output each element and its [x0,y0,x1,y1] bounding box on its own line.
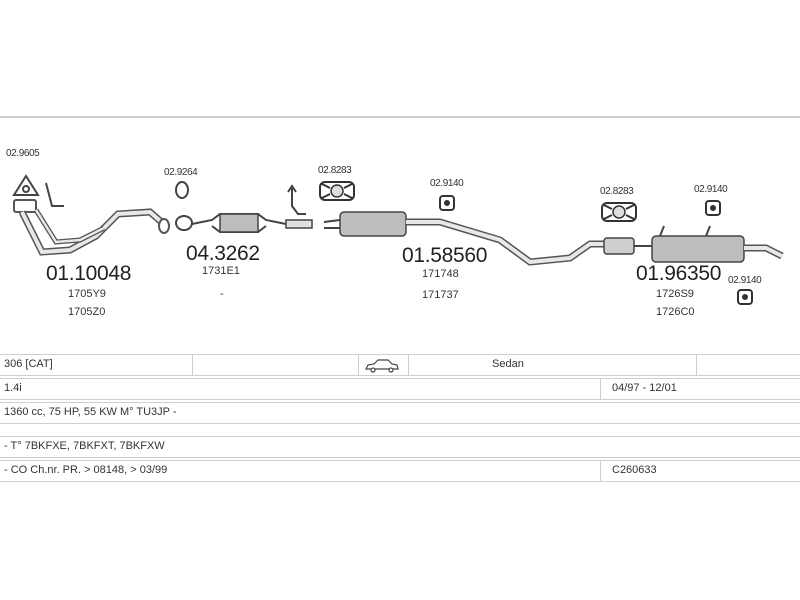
body-type-cell: Sedan [492,358,524,370]
catalyst-dash: - [220,288,224,300]
table-row-engine: 1.4i 04/97 - 12/01 [0,378,800,400]
gasket-icon [175,181,189,199]
part-code-mount-ring-1: 02.8283 [318,165,352,176]
mount-ring-1-icon [319,181,355,201]
part-code-rear-silencer: 01.96350 [636,262,722,285]
model-cell: 306 [CAT] [4,358,53,370]
codes-cell: - T° 7BKFXE, 7BKFXT, 7BKFXW [4,440,165,452]
front-clamp-icon [12,174,40,196]
rubber-mount-3-icon [737,289,753,305]
table-row-model: 306 [CAT] Sedan [0,354,800,376]
rear-silencer-ref-2: 1726C0 [656,306,695,318]
mount-ring-2-icon [601,202,637,222]
chassis-cell: - CO Ch.nr. PR. > 08148, > 03/99 [4,464,168,476]
front-pipe-drawing [13,199,170,256]
part-code-gasket: 02.9264 [164,167,198,178]
front-pipe-bracket-icon [45,182,64,207]
engine-cell: 1.4i [4,382,22,394]
rear-silencer-drawing [603,225,784,263]
table-row-spec: 1360 cc, 75 HP, 55 KW M° TU3JP - [0,402,800,424]
table-row-chassis: - CO Ch.nr. PR. > 08148, > 03/99 C260633 [0,460,800,482]
spec-cell: 1360 cc, 75 HP, 55 KW M° TU3JP - [4,406,177,418]
part-code-rubber-1: 02.9140 [430,178,464,189]
rubber-mount-1-icon [439,195,455,211]
part-code-mount-ring-2: 02.8283 [600,186,634,197]
part-code-clamp-front: 02.9605 [6,148,40,159]
part-code-catalyst: 04.3262 [186,242,260,265]
middle-silencer-drawing [323,211,608,266]
front-pipe-ref-2: 1705Z0 [68,306,106,318]
ref-code-cell: C260633 [612,464,657,476]
part-code-middle-silencer: 01.58560 [402,244,488,267]
rear-silencer-ref-1: 1726S9 [656,288,694,300]
sedan-car-icon [365,359,399,373]
part-code-rubber-2: 02.9140 [694,184,728,195]
sensor-bracket-icon [287,184,306,215]
front-pipe-ref-1: 1705Y9 [68,288,106,300]
table-row-codes: - T° 7BKFXE, 7BKFXT, 7BKFXW [0,436,800,458]
catalyst-drawing [175,213,313,233]
part-code-rubber-3: 02.9140 [728,275,762,286]
period-cell: 04/97 - 12/01 [612,382,677,394]
top-divider [0,116,800,118]
catalyst-ref: 1731E1 [202,265,240,277]
rubber-mount-2-icon [705,200,721,216]
middle-silencer-ref-2: 171737 [422,289,459,301]
part-code-front-pipe: 01.10048 [46,262,132,285]
middle-silencer-ref-1: 171748 [422,268,459,280]
